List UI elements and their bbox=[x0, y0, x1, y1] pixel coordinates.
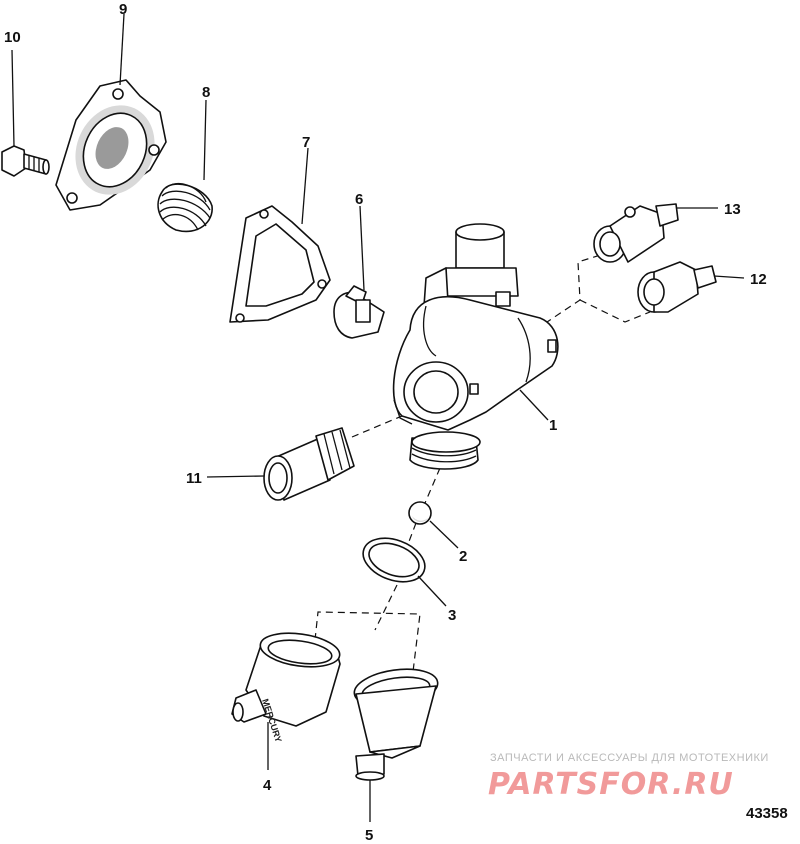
callout-10: 10 bbox=[4, 29, 21, 46]
callout-7: 7 bbox=[302, 134, 310, 151]
watermark-caption: ЗАПЧАСТИ И АКСЕССУАРЫ ДЛЯ МОТОТЕХНИКИ bbox=[490, 752, 769, 764]
callout-9: 9 bbox=[119, 1, 127, 18]
part-4-elbow: MERCURY bbox=[231, 632, 341, 770]
callout-5: 5 bbox=[365, 827, 373, 844]
part-10-bolt bbox=[1, 49, 50, 177]
part-1-housing bbox=[392, 223, 559, 470]
callout-11: 11 bbox=[186, 470, 202, 487]
part-12-fitting bbox=[637, 261, 745, 313]
watermark: ЗАПЧАСТИ И АКСЕССУАРЫ ДЛЯ МОТОТЕХНИКИ PA… bbox=[488, 752, 769, 802]
part-3-oring bbox=[362, 537, 447, 607]
callout-labels: 10 9 8 7 6 13 12 1 11 2 3 4 5 bbox=[4, 1, 767, 844]
callout-13: 13 bbox=[724, 201, 741, 218]
callout-12: 12 bbox=[750, 271, 767, 288]
part-6-valve bbox=[333, 205, 385, 339]
part-5-straight bbox=[353, 668, 439, 822]
callout-6: 6 bbox=[355, 191, 363, 208]
part-8-spring bbox=[157, 99, 213, 233]
callout-4: 4 bbox=[263, 777, 272, 794]
part-7-gasket bbox=[229, 147, 331, 323]
watermark-logo: PARTSFOR.RU bbox=[488, 767, 734, 802]
callout-3: 3 bbox=[448, 607, 456, 624]
part-11-fitting bbox=[206, 427, 355, 501]
part-13-fitting bbox=[593, 203, 718, 263]
figure-number: 43358 bbox=[746, 805, 788, 822]
callout-8: 8 bbox=[202, 84, 210, 101]
part-2-ball bbox=[408, 501, 459, 549]
callout-2: 2 bbox=[459, 548, 467, 565]
callout-1: 1 bbox=[549, 417, 557, 434]
part-9-cover bbox=[55, 13, 167, 211]
